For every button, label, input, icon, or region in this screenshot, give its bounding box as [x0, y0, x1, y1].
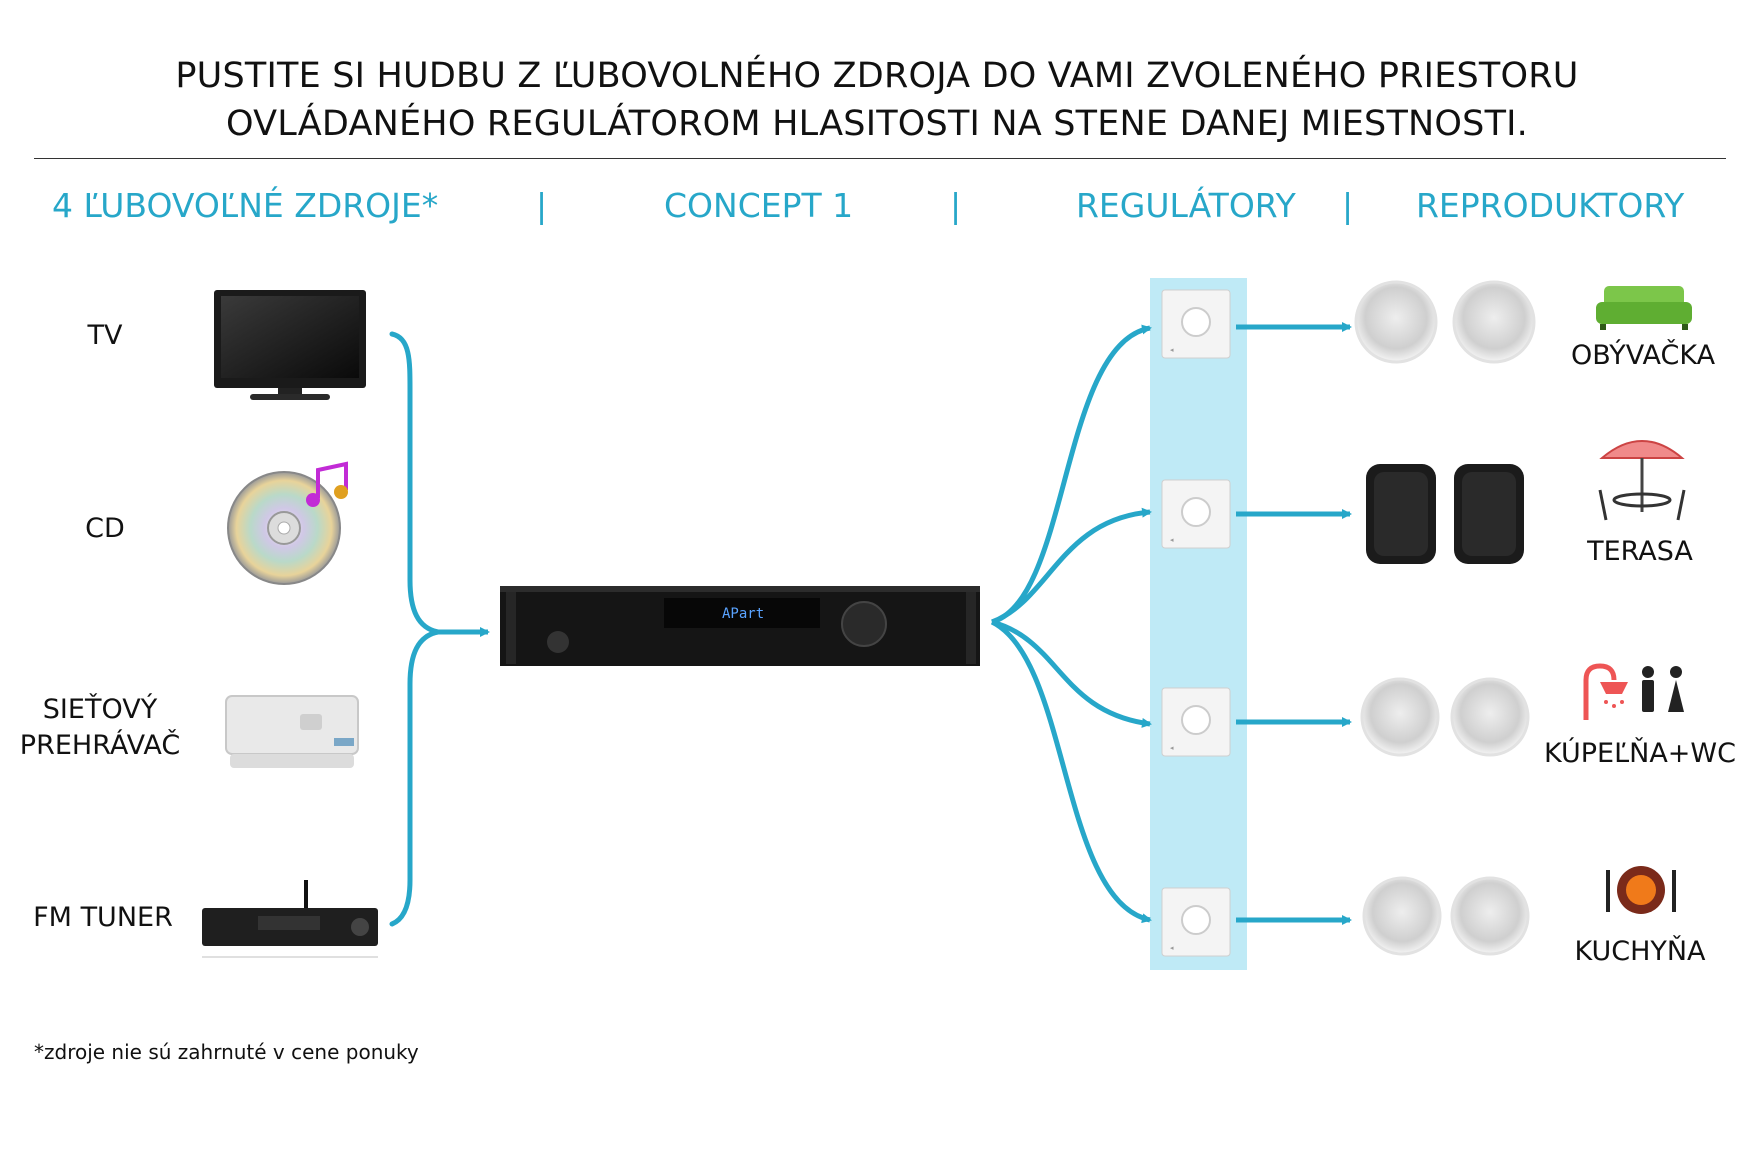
title-divider [34, 158, 1726, 159]
header-sources: 4 ĽUBOVOĽNÉ ZDROJE* [52, 186, 439, 225]
volume-regulator: ◂ [1161, 887, 1231, 957]
room-label-terrace: TERASA [1587, 536, 1693, 567]
source-label-fm-tuner: FM TUNER [33, 902, 173, 933]
output-curve-kitchen [990, 619, 1152, 924]
source-label-tv: TV [87, 320, 123, 351]
footnote: *zdroje nie sú zahrnuté v cene ponuky [34, 1040, 419, 1064]
ceiling-speaker-icon [1354, 280, 1438, 364]
wall-speaker-icon [1366, 464, 1436, 564]
ceiling-speaker-icon [1360, 677, 1440, 757]
header-speakers: REPRODUKTORY [1416, 186, 1685, 225]
ceiling-speaker-icon [1450, 677, 1530, 757]
patio-table-icon [1598, 440, 1686, 521]
tv-icon [214, 290, 366, 400]
wall-speaker-icon [1454, 464, 1524, 564]
cd-icon [227, 461, 348, 585]
volume-regulator: ◂ [1161, 479, 1231, 549]
header-separator: | [950, 186, 962, 225]
ceiling-speaker-icon [1452, 280, 1536, 364]
svg-text:◂: ◂ [1170, 536, 1174, 544]
source-label-network-player: SIEŤOVÝ PREHRÁVAČ [5, 692, 195, 764]
svg-text:◂: ◂ [1170, 944, 1174, 952]
header-regulators: REGULÁTORY [1076, 186, 1296, 225]
source-bracket [389, 331, 439, 927]
amplifier-outputs [990, 324, 1152, 924]
room-label-living: OBÝVAČKA [1570, 340, 1716, 371]
output-curve-bathroom [991, 619, 1152, 728]
source-label-line: SIEŤOVÝ [42, 694, 158, 725]
amplifier-display: APart [722, 606, 764, 622]
room-label-kitchen: KUCHYŇA [1574, 936, 1706, 967]
room-label-bathroom: KÚPEĽŇA+WC [1544, 738, 1736, 769]
regulator-band [1150, 278, 1247, 970]
sofa-icon [1596, 286, 1692, 330]
volume-regulator: ◂ [1161, 687, 1231, 757]
svg-text:◂: ◂ [1170, 744, 1174, 752]
output-curve-living [991, 324, 1152, 625]
header-concept: CONCEPT 1 [664, 186, 854, 225]
shower-wc-icon [1583, 663, 1684, 720]
source-label-line: PREHRÁVAČ [19, 730, 181, 761]
svg-text:◂: ◂ [1170, 346, 1174, 354]
header-separator: | [536, 186, 548, 225]
output-curve-terrace [991, 507, 1152, 625]
amplifier-icon: APart [500, 586, 980, 666]
volume-regulator: ◂ [1161, 289, 1231, 359]
network-player-icon [225, 695, 359, 768]
regulator-to-speaker-arrows [1236, 322, 1352, 925]
music-notes-icon [306, 461, 348, 507]
header-separator: | [1342, 186, 1354, 225]
dining-icon [1606, 866, 1676, 914]
source-label-cd: CD [85, 513, 125, 544]
title-line-1: PUSTITE SI HUDBU Z ĽUBOVOLNÉHO ZDROJA DO… [175, 56, 1579, 96]
fm-tuner-icon [202, 880, 378, 958]
ceiling-speaker-icon [1450, 876, 1530, 956]
ceiling-speaker-icon [1362, 876, 1442, 956]
title-line-2: OVLÁDANÉHO REGULÁTOROM HLASITOSTI NA STE… [226, 104, 1528, 144]
